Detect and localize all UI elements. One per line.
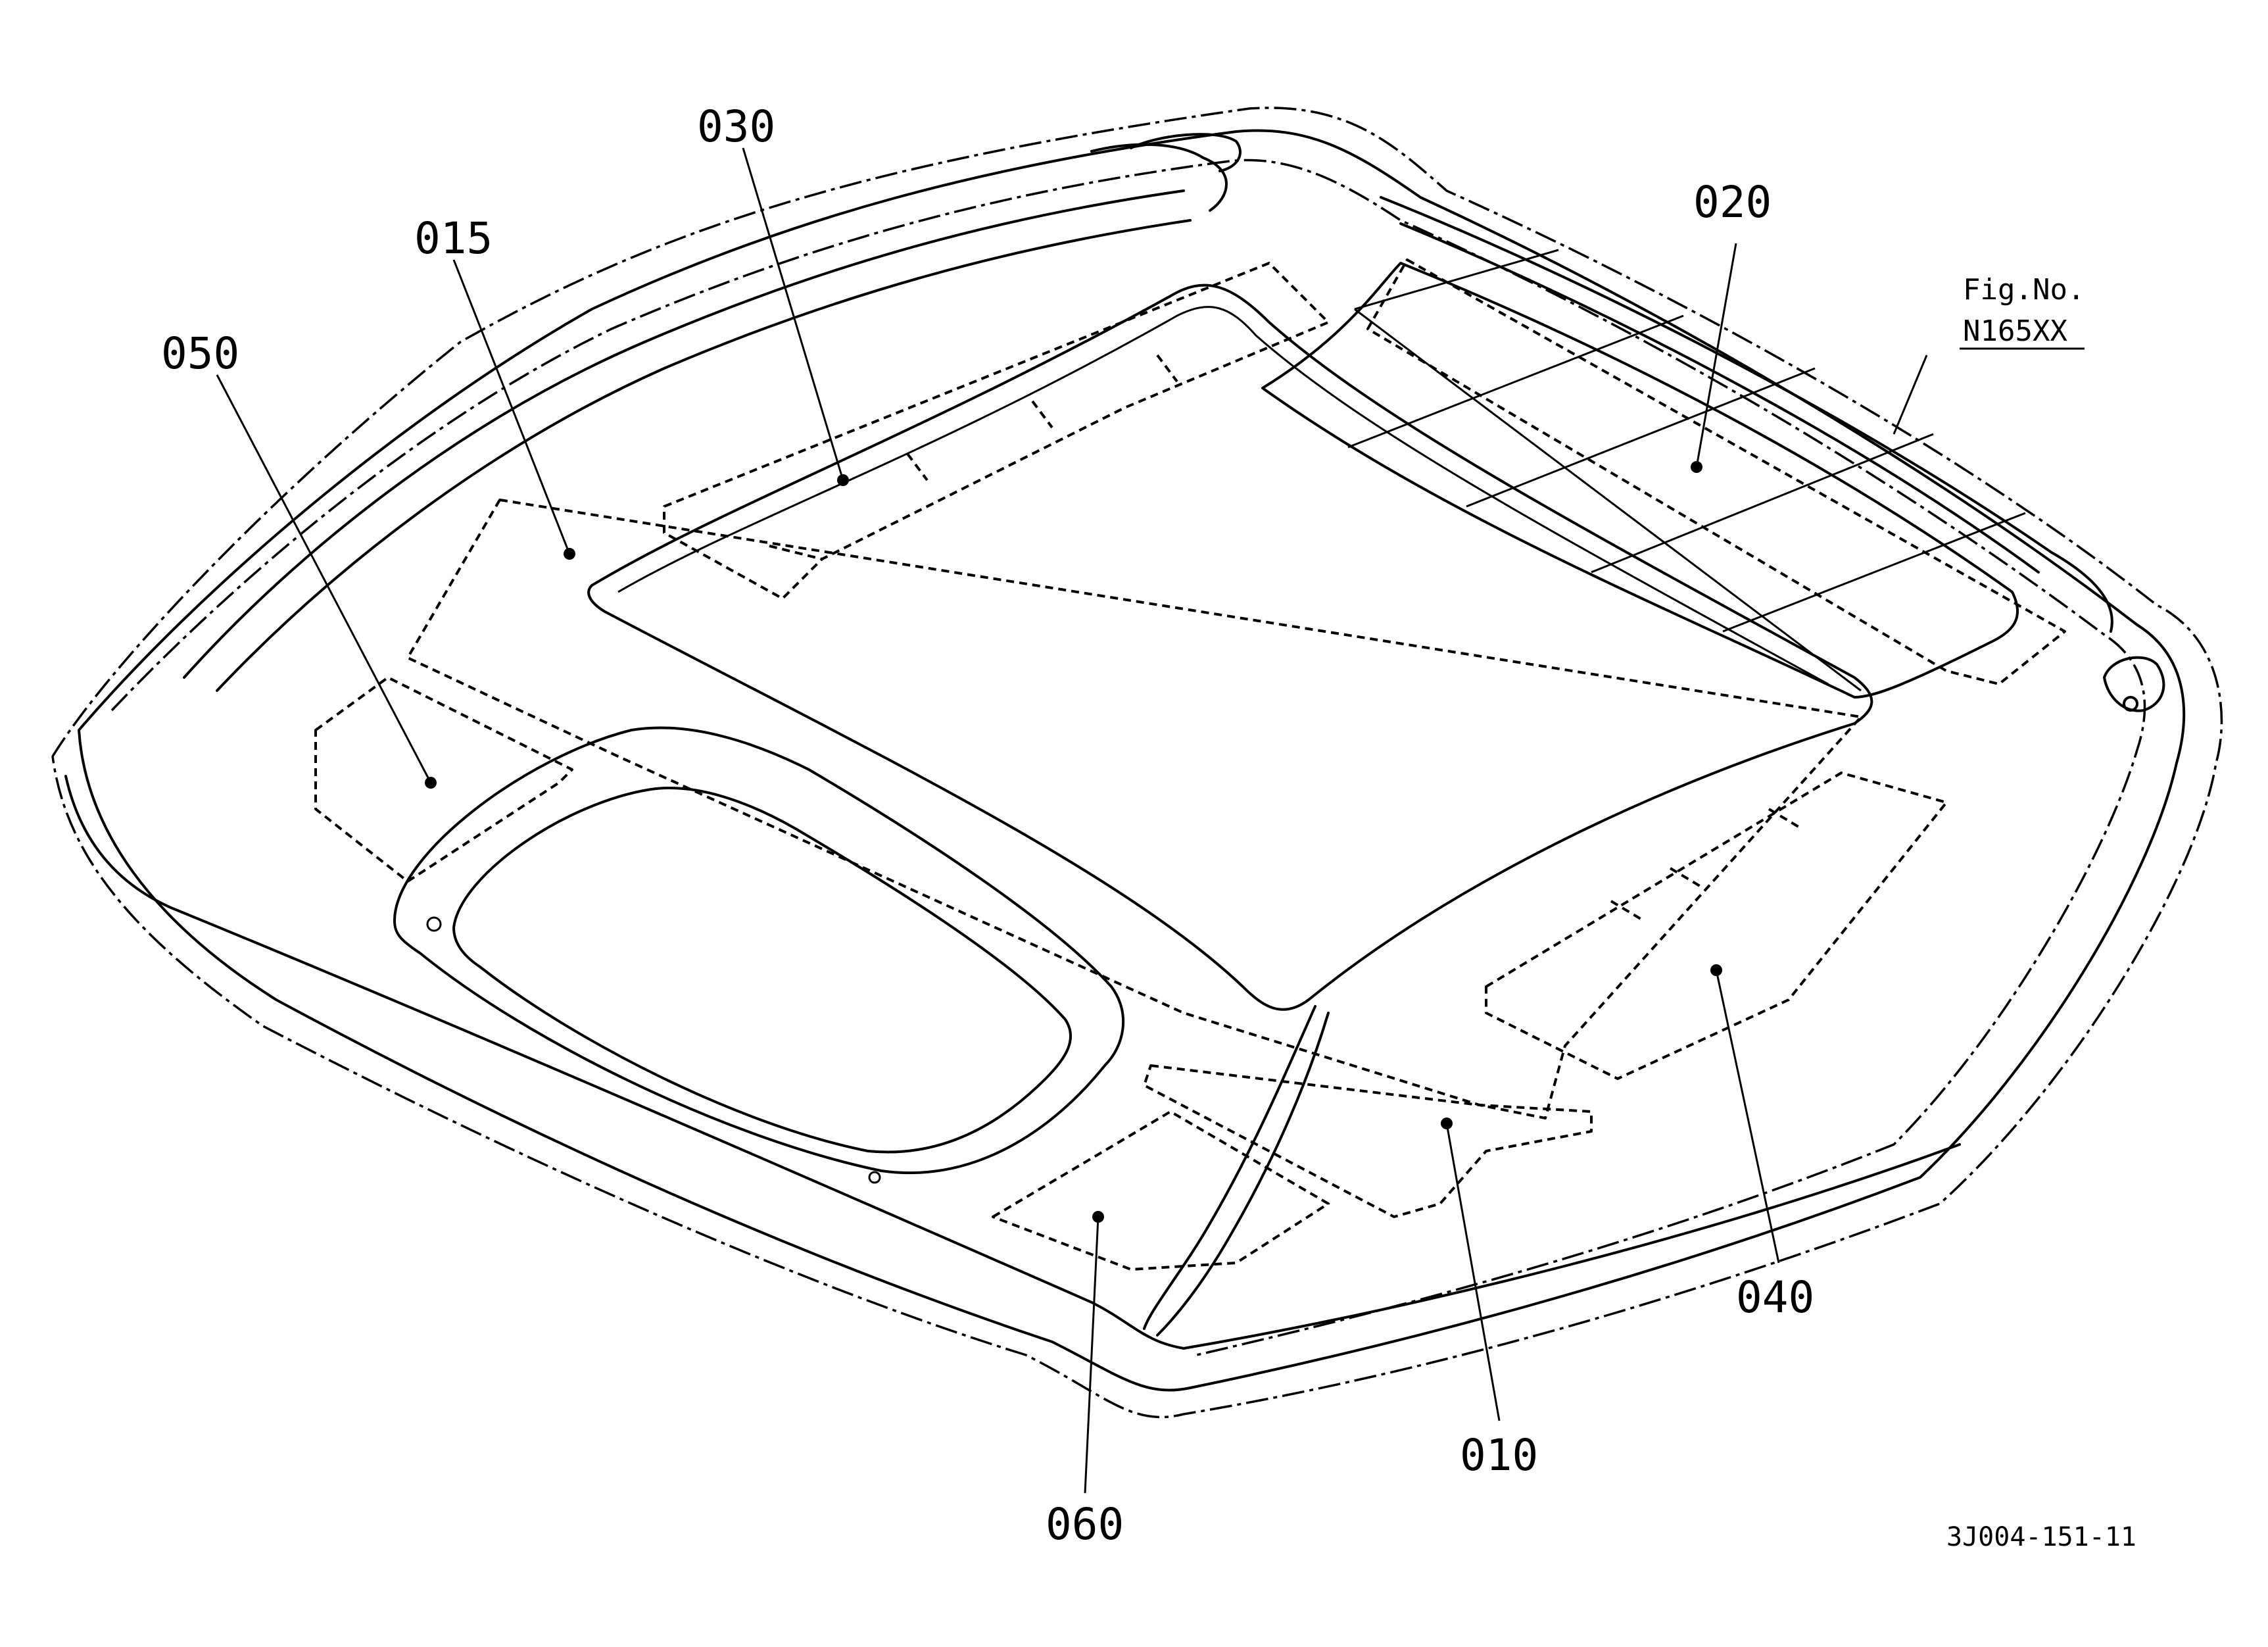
leader-030 xyxy=(742,147,844,481)
dot-040 xyxy=(1710,964,1722,976)
hood-body xyxy=(51,107,2223,1419)
pad-010 xyxy=(1143,1064,1593,1218)
ridge-right-top-inner xyxy=(1399,222,2040,574)
window-screw-bottom xyxy=(868,1171,881,1184)
fig-label: Fig.No. xyxy=(1963,273,2085,307)
leader-050 xyxy=(216,374,432,783)
window-inner xyxy=(452,787,1073,1154)
dot-010 xyxy=(1441,1118,1453,1129)
right-corner-post xyxy=(2103,656,2165,712)
hood-front-lip xyxy=(64,775,1961,1350)
grid-diagonal xyxy=(1354,308,1862,692)
top-notch xyxy=(1130,133,1242,172)
pad-050 xyxy=(314,676,573,883)
cavity-inner-line xyxy=(617,306,1829,685)
leader-fig xyxy=(1893,355,1928,435)
callout-020: 020 xyxy=(1693,177,1772,228)
pad-015 xyxy=(406,499,1862,1119)
grid-line-2 xyxy=(1347,314,1684,449)
grid-line-5 xyxy=(1722,512,2026,633)
window-screw-left xyxy=(426,916,442,932)
dot-050 xyxy=(425,777,437,789)
ridge-top xyxy=(1090,143,1228,212)
window-outer xyxy=(393,726,1125,1175)
grid-line-4 xyxy=(1591,433,1934,574)
corner-post xyxy=(2103,656,2165,712)
grid-line-1 xyxy=(1354,249,1559,310)
hood-inner-rim xyxy=(110,159,2146,1356)
ridge-right-top xyxy=(1380,196,2113,633)
dot-030 xyxy=(837,474,849,486)
pad-030-steps xyxy=(769,354,1178,560)
fig-number: N165XX xyxy=(1963,314,2067,348)
callout-015: 015 xyxy=(414,213,493,264)
grid-line-3 xyxy=(1466,367,1816,508)
pad-030 xyxy=(663,262,1330,600)
grid-panel-outline xyxy=(1261,262,2019,699)
pad-040 xyxy=(1485,772,1948,1080)
leader-010 xyxy=(1445,1123,1501,1421)
callout-040: 040 xyxy=(1736,1272,1814,1323)
hood-ridges xyxy=(183,133,2113,692)
cavity-outline xyxy=(587,283,1873,1011)
leaders xyxy=(216,147,1928,1494)
pad-020 xyxy=(1366,258,2066,685)
callout-030: 030 xyxy=(697,101,775,152)
callout-060: 060 xyxy=(1046,1499,1124,1550)
leader-015 xyxy=(452,259,571,554)
callout-010: 010 xyxy=(1460,1430,1538,1481)
figure-reference: Fig.No. N165XX 3J004-151-11 xyxy=(1946,273,2136,1552)
window-opening xyxy=(393,726,1125,1184)
corner-screw xyxy=(2123,696,2138,712)
pad-040-steps xyxy=(1610,808,1803,922)
callout-050: 050 xyxy=(161,328,239,379)
pad-060 xyxy=(992,1110,1330,1271)
dot-060 xyxy=(1092,1211,1104,1223)
dot-020 xyxy=(1691,461,1702,473)
callout-labels: 030 015 050 020 040 010 060 xyxy=(161,101,1814,1550)
leader-020 xyxy=(1695,243,1737,468)
front-beam xyxy=(1143,1005,1330,1337)
dot-015 xyxy=(564,548,575,560)
grid-panel xyxy=(1261,249,2026,699)
ridge-left-inner xyxy=(216,219,1192,692)
central-cavity xyxy=(587,283,1873,1011)
ridge-left xyxy=(183,189,1185,679)
hood-outer-outline xyxy=(51,107,2223,1419)
hood-rim-outline xyxy=(78,129,2186,1392)
insulation-pads xyxy=(314,258,2066,1271)
leader-040 xyxy=(1715,970,1780,1264)
leader-060 xyxy=(1084,1216,1099,1494)
drawing-code: 3J004-151-11 xyxy=(1946,1522,2136,1552)
